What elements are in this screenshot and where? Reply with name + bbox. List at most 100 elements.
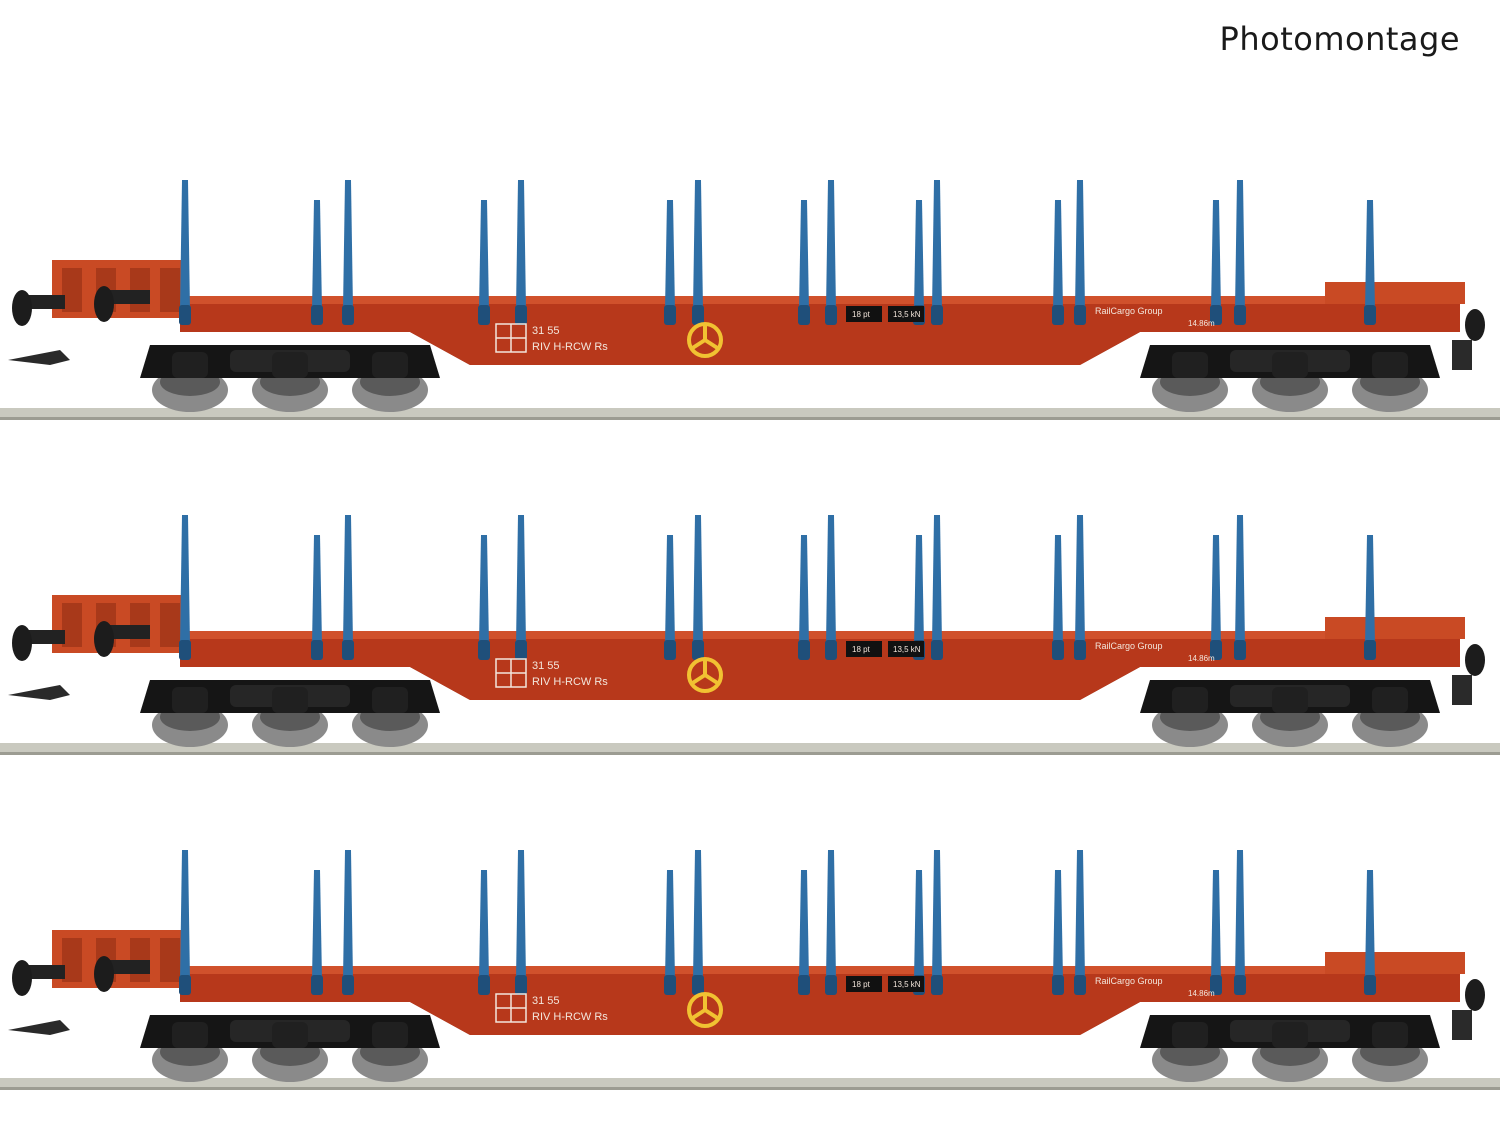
bogie-1 [140, 345, 440, 412]
stake-pocket [342, 640, 354, 660]
stake [1053, 535, 1063, 645]
wagon-number-line-2: RIV H-RCW Rs [532, 341, 608, 353]
stake-pocket [692, 640, 704, 660]
buffer-head [12, 625, 32, 661]
bogie-1 [140, 1015, 440, 1082]
rail [0, 1078, 1500, 1088]
deck-edge [180, 631, 1460, 639]
stake-pocket [1234, 975, 1246, 995]
stake-pocket [478, 975, 490, 995]
stake-pocket [1364, 975, 1376, 995]
deck-edge [180, 296, 1460, 304]
stake-pocket [1364, 640, 1376, 660]
wagon-number-line-1: 31 55 [532, 660, 560, 672]
stake-pocket [664, 640, 676, 660]
stake [826, 515, 836, 645]
deck-edge [180, 966, 1460, 974]
axle-box [272, 1022, 308, 1048]
stake [1365, 200, 1375, 310]
brake-label: 13,5 kN [893, 645, 921, 654]
stake [1211, 870, 1221, 980]
marking-cross [496, 324, 526, 352]
stake [312, 200, 322, 310]
stake [914, 870, 924, 980]
stake-pocket [1234, 305, 1246, 325]
stake [799, 200, 809, 310]
stake [932, 515, 942, 645]
axle-box [372, 687, 408, 713]
coupler-hook [8, 350, 70, 365]
coupler-right [1452, 675, 1472, 705]
wagon-number-line-1: 31 55 [532, 325, 560, 337]
axle-box [172, 352, 208, 378]
stake-pocket [664, 305, 676, 325]
marking-cross [496, 659, 526, 687]
axle-box [1372, 687, 1408, 713]
stake [180, 515, 190, 645]
stake-pocket [1074, 975, 1086, 995]
buffer-head-right [1465, 309, 1485, 341]
stake [693, 180, 703, 310]
coupler-right [1452, 1010, 1472, 1040]
buffer-head-right [1465, 644, 1485, 676]
stake [312, 535, 322, 645]
stake [343, 515, 353, 645]
bogie-2 [1140, 1015, 1440, 1082]
stake [693, 515, 703, 645]
load-table-box [846, 976, 882, 992]
length-label: 14.86m [1188, 319, 1215, 328]
weight-label: 18 pt [852, 645, 871, 654]
axle-box [1272, 352, 1308, 378]
crate-slat [160, 938, 180, 982]
stake [516, 850, 526, 980]
stake [1365, 535, 1375, 645]
end-crate-right [1325, 617, 1465, 639]
stake [914, 535, 924, 645]
buffer-head [94, 621, 114, 657]
stake-pocket [311, 640, 323, 660]
handbrake-wheel [687, 322, 723, 358]
stake-pocket [1210, 975, 1222, 995]
stake-pocket [179, 975, 191, 995]
buffer-head [94, 956, 114, 992]
wagon-number-line-2: RIV H-RCW Rs [532, 1011, 608, 1023]
stake-pocket [1364, 305, 1376, 325]
stake [343, 180, 353, 310]
rail [0, 743, 1500, 753]
load-table-box [846, 306, 882, 322]
stake [1075, 515, 1085, 645]
stake-pocket [931, 975, 943, 995]
length-label: 14.86m [1188, 989, 1215, 998]
buffer-head-right [1465, 979, 1485, 1011]
buffer-head [94, 286, 114, 322]
crate-slat [160, 268, 180, 312]
axle-box [1372, 352, 1408, 378]
stake-pocket [825, 305, 837, 325]
coupler-hook [8, 685, 70, 700]
axle-box [372, 352, 408, 378]
wagon-number-line-1: 31 55 [532, 995, 560, 1007]
stake-pocket [342, 975, 354, 995]
length-label: 14.86m [1188, 654, 1215, 663]
handwheel-spokes [689, 994, 721, 1021]
axle-box [172, 1022, 208, 1048]
stake-pocket [798, 640, 810, 660]
stake [1075, 850, 1085, 980]
brake-label: 13,5 kN [893, 980, 921, 989]
marking-cross [496, 994, 526, 1022]
stake-pocket [342, 305, 354, 325]
stake [479, 535, 489, 645]
axle-box [1272, 687, 1308, 713]
stake-pocket [515, 975, 527, 995]
axle-box [272, 352, 308, 378]
stake [180, 850, 190, 980]
crate-slat [160, 603, 180, 647]
stake-pocket [478, 640, 490, 660]
stake [180, 180, 190, 310]
load-table-box [846, 641, 882, 657]
stake-pocket [1210, 640, 1222, 660]
axle-box [172, 687, 208, 713]
